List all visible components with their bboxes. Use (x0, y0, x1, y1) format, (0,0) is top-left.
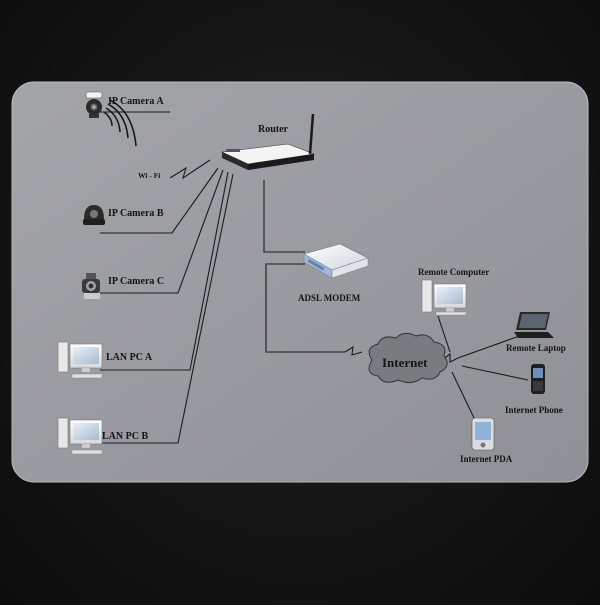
desktop-pc-icon (57, 417, 103, 455)
laptop-icon (514, 312, 554, 338)
adsl-modem-icon (303, 243, 369, 279)
link-router-modem (263, 180, 305, 253)
desktop-pc-icon (421, 279, 467, 316)
cloud-icon (368, 332, 448, 384)
lan-pc-a-label: LAN PC A (106, 352, 153, 363)
zigzag-modem-side-icon (344, 345, 363, 356)
link-internet-phone (461, 365, 529, 381)
link-internet-remote-computer (437, 315, 451, 353)
remote-computer-label: Remote Computer (418, 267, 490, 277)
router-label: Router (258, 124, 288, 135)
wifi-waves-icon (103, 99, 137, 147)
internet-pda-label: Internet PDA (460, 454, 513, 464)
zigzag-internet-side-icon (441, 352, 459, 363)
link-internet-remote-laptop (457, 333, 526, 359)
link-router-pc-b (100, 173, 234, 444)
link-router-camera-b (100, 167, 219, 234)
desktop-pc-icon (57, 341, 103, 379)
link-modem-internet (265, 263, 345, 353)
pda-icon (471, 417, 495, 451)
diagram-panel (11, 81, 589, 483)
internet-phone-label: Internet Phone (505, 405, 563, 415)
lan-pc-b-label: LAN PC B (102, 431, 149, 442)
ip-camera-a-label: IP Camera A (108, 96, 164, 107)
box-camera-icon (82, 273, 100, 299)
wireless-router-icon (220, 113, 316, 170)
link-internet-pda (451, 371, 476, 421)
mobile-phone-icon (531, 364, 545, 394)
link-router-camera-c (100, 169, 224, 294)
ptz-camera-icon (85, 91, 103, 118)
ip-camera-c-label: IP Camera C (108, 276, 165, 287)
dome-camera-icon (83, 205, 105, 225)
connection-lines (100, 111, 529, 444)
remote-laptop-label: Remote Laptop (506, 343, 566, 353)
internet-label: Internet (382, 355, 428, 370)
wifi-label: Wi - Fi (138, 171, 161, 180)
signal-zigzags (344, 345, 459, 363)
link-router-pc-a (100, 171, 229, 371)
ip-camera-b-label: IP Camera B (108, 208, 164, 219)
wifi-link-icon (169, 159, 211, 180)
adsl-modem-label: ADSL MODEM (298, 293, 361, 303)
